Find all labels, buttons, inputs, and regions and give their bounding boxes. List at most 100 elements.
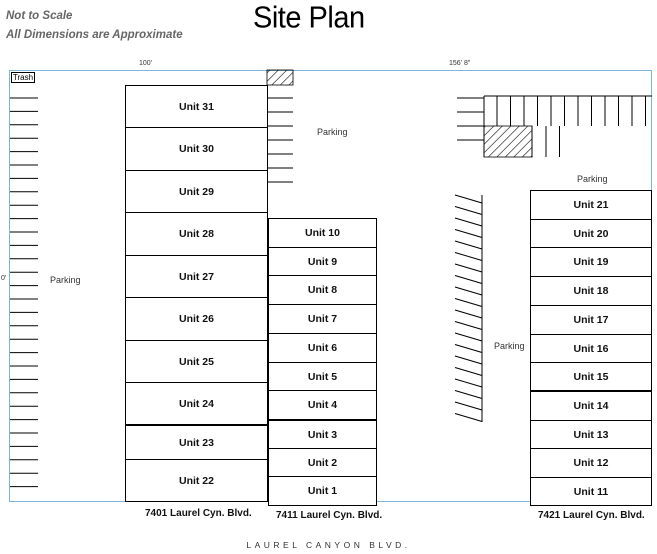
- unit-label: Unit 27: [178, 270, 214, 283]
- parking-stripe: [454, 252, 483, 261]
- unit-unit-7: Unit 7: [268, 304, 377, 334]
- unit-label: Unit 15: [573, 370, 609, 383]
- unit-label: Unit 6: [307, 342, 338, 354]
- parking-stripe: [454, 355, 483, 365]
- unit-label: Unit 3: [307, 428, 338, 441]
- address-right: 7421 Laurel Cyn. Blvd.: [538, 510, 645, 521]
- parking-stripe: [454, 217, 483, 227]
- unit-unit-19: Unit 19: [530, 247, 652, 277]
- unit-unit-10: Unit 10: [268, 218, 377, 248]
- unit-unit-27: Unit 27: [125, 255, 268, 298]
- parking-stripe: [454, 367, 483, 376]
- unit-label: Unit 25: [178, 355, 214, 368]
- unit-label: Unit 24: [178, 397, 214, 410]
- unit-label: Unit 11: [573, 485, 609, 498]
- unit-label: Unit 29: [178, 185, 214, 198]
- parking-label-right-top: Parking: [577, 174, 608, 184]
- hatched-area-right: [483, 125, 533, 158]
- dimension-right: 156' 8": [449, 60, 471, 67]
- unit-unit-30: Unit 30: [125, 127, 268, 171]
- unit-unit-9: Unit 9: [268, 247, 377, 276]
- unit-label: Unit 16: [573, 342, 609, 355]
- parking-stripe: [454, 332, 483, 342]
- parking-stripe: [454, 390, 483, 399]
- unit-label: Unit 31: [178, 100, 214, 113]
- unit-label: Unit 23: [178, 436, 214, 449]
- note-not-to-scale: Not to Scale: [6, 10, 73, 22]
- unit-unit-22: Unit 22: [125, 459, 268, 502]
- unit-label: Unit 22: [178, 474, 214, 487]
- unit-unit-17: Unit 17: [530, 305, 652, 335]
- unit-unit-12: Unit 12: [530, 448, 652, 478]
- hatched-area-top: [266, 69, 294, 86]
- unit-unit-14: Unit 14: [530, 391, 652, 421]
- parking-label-top-middle: Parking: [317, 127, 348, 137]
- unit-unit-29: Unit 29: [125, 170, 268, 213]
- trash-enclosure: Trash: [11, 72, 35, 83]
- unit-unit-31: Unit 31: [125, 85, 268, 128]
- address-left: 7401 Laurel Cyn. Blvd.: [145, 508, 252, 519]
- unit-unit-13: Unit 13: [530, 420, 652, 449]
- parking-stripe: [454, 206, 483, 215]
- parking-stripe: [454, 229, 483, 238]
- address-middle: 7411 Laurel Cyn. Blvd.: [276, 510, 383, 521]
- unit-label: Unit 4: [307, 399, 338, 411]
- parking-stripe: [454, 298, 483, 307]
- parking-stripe: [454, 263, 483, 273]
- middle-parking-stripes: [268, 97, 293, 183]
- unit-label: Unit 20: [573, 227, 609, 240]
- parking-label-left: Parking: [50, 275, 81, 285]
- unit-label: Unit 13: [573, 428, 609, 441]
- unit-unit-2: Unit 2: [268, 448, 377, 477]
- unit-label: Unit 18: [573, 285, 609, 297]
- unit-label: Unit 7: [307, 313, 338, 325]
- street-name: LAUREL CANYON BLVD.: [246, 540, 411, 550]
- unit-unit-23: Unit 23: [125, 425, 268, 460]
- unit-label: Unit 19: [573, 256, 609, 268]
- unit-unit-6: Unit 6: [268, 333, 377, 363]
- left-parking-stripes: [10, 97, 38, 488]
- unit-unit-26: Unit 26: [125, 297, 268, 341]
- unit-label: Unit 2: [307, 456, 338, 469]
- parking-label-right-middle: Parking: [494, 341, 525, 351]
- unit-label: Unit 10: [304, 227, 340, 239]
- unit-unit-24: Unit 24: [125, 382, 268, 426]
- note-approximate: All Dimensions are Approximate: [6, 29, 183, 41]
- unit-unit-20: Unit 20: [530, 219, 652, 248]
- diagonal-parking-stripes: [454, 194, 483, 422]
- unit-unit-11: Unit 11: [530, 477, 652, 506]
- unit-label: Unit 21: [573, 199, 609, 211]
- parking-stripe: [454, 321, 483, 330]
- unit-unit-25: Unit 25: [125, 340, 268, 383]
- unit-label: Unit 30: [178, 143, 214, 155]
- unit-label: Unit 28: [178, 228, 214, 240]
- parking-stripe: [454, 286, 483, 296]
- unit-unit-21: Unit 21: [530, 190, 652, 220]
- parking-stripe: [454, 413, 483, 422]
- unit-label: Unit 5: [307, 370, 338, 383]
- unit-label: Unit 9: [307, 255, 338, 268]
- unit-unit-16: Unit 16: [530, 334, 652, 363]
- parking-stripe: [454, 344, 483, 353]
- dimension-left: 100': [139, 60, 153, 67]
- parking-stripe: [454, 194, 483, 204]
- top-right-horizontal-stripes: [457, 97, 484, 141]
- unit-label: Unit 8: [307, 284, 338, 296]
- unit-label: Unit 17: [573, 314, 609, 326]
- unit-unit-15: Unit 15: [530, 362, 652, 392]
- unit-unit-5: Unit 5: [268, 362, 377, 391]
- parking-stripe: [454, 275, 483, 284]
- unit-unit-18: Unit 18: [530, 276, 652, 306]
- parking-stripe: [454, 401, 483, 411]
- parking-stripe: [454, 240, 483, 250]
- parking-stripe: [454, 309, 483, 319]
- page-title: Site Plan: [253, 1, 365, 35]
- unit-unit-1: Unit 1: [268, 476, 377, 506]
- top-right-vertical-stripes: [496, 96, 646, 157]
- unit-unit-4: Unit 4: [268, 390, 377, 421]
- unit-label: Unit 26: [178, 313, 214, 325]
- unit-unit-8: Unit 8: [268, 275, 377, 305]
- unit-unit-3: Unit 3: [268, 420, 377, 449]
- parking-stripe: [454, 378, 483, 388]
